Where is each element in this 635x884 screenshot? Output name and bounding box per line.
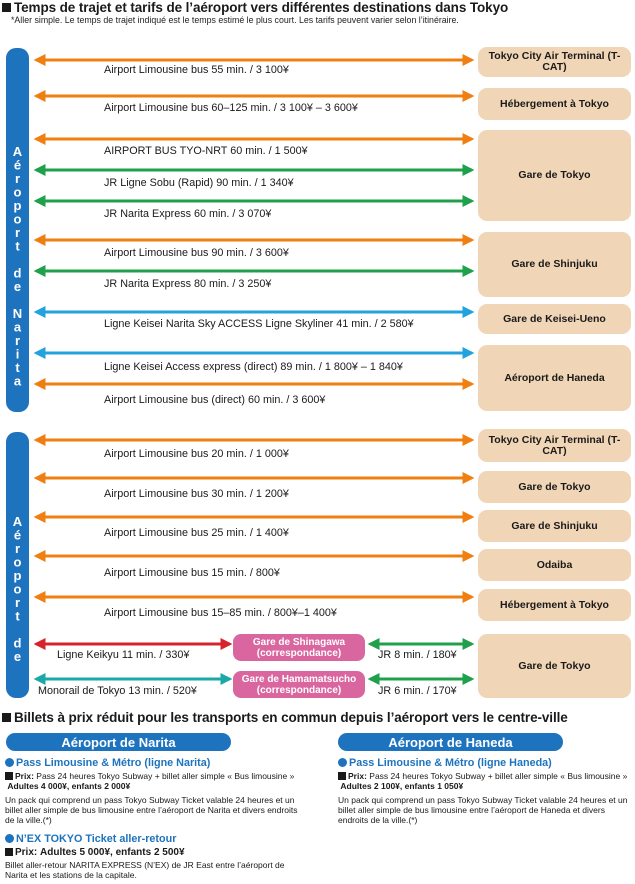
route-label: Ligne Keikyu 11 min. / 330¥ bbox=[57, 649, 190, 661]
narita-pass2-title: N’EX TOKYO Ticket aller-retour bbox=[5, 833, 176, 845]
transfer-next-label: JR 8 min. / 180¥ bbox=[378, 649, 457, 661]
page-title: Temps de trajet et tarifs de l’aéroport … bbox=[2, 0, 508, 15]
tickets-title: Billets à prix réduit pour les transport… bbox=[2, 710, 568, 725]
destination-gare-keisei-ueno: Gare de Keisei-Ueno bbox=[478, 304, 631, 334]
narita-pass2-price: Prix: Adultes 5 000¥, enfants 2 500¥ bbox=[5, 848, 300, 858]
haneda-pass1-title: Pass Limousine & Métro (ligne Haneda) bbox=[338, 757, 552, 769]
header-note: *Aller simple. Le temps de trajet indiqu… bbox=[11, 15, 459, 25]
bullet-square-icon bbox=[5, 848, 13, 856]
bullet-square-icon bbox=[2, 3, 11, 12]
narita-pass1-title: Pass Limousine & Métro (ligne Narita) bbox=[5, 757, 210, 769]
destination-hebergement: Hébergement à Tokyo bbox=[478, 88, 631, 120]
bullet-dot-icon bbox=[5, 758, 14, 767]
route-label: Airport Limousine bus 20 min. / 1 000¥ bbox=[104, 448, 289, 460]
destination-tcat: Tokyo City Air Terminal (T-CAT) bbox=[478, 429, 631, 462]
haneda-pass1-title-text: Pass Limousine & Métro (ligne Haneda) bbox=[349, 757, 552, 769]
narita-airport-bar: Aéroport de Narita bbox=[6, 48, 29, 412]
narita-pass1-title-text: Pass Limousine & Métro (ligne Narita) bbox=[16, 757, 211, 769]
price-label: Prix: bbox=[348, 771, 367, 781]
route-label: Airport Limousine bus 30 min. / 1 200¥ bbox=[104, 488, 289, 500]
destination-gare-tokyo: Gare de Tokyo bbox=[478, 471, 631, 503]
route-label: Airport Limousine bus 15–85 min. / 800¥–… bbox=[104, 607, 337, 619]
price-values: Adultes 4 000¥, enfants 2 000¥ bbox=[7, 781, 131, 791]
narita-pass2-desc: Billet aller-retour NARITA EXPRESS (N’EX… bbox=[5, 860, 285, 880]
price-text: Pass 24 heures Tokyo Subway + billet all… bbox=[369, 771, 628, 781]
destination-gare-tokyo: Gare de Tokyo bbox=[478, 634, 631, 698]
bullet-square-icon bbox=[2, 713, 11, 722]
route-label: Ligne Keisei Narita Sky ACCESS Ligne Sky… bbox=[104, 318, 414, 330]
haneda-airport-label: Aéroport de Haneda bbox=[0, 513, 25, 663]
route-label: JR Ligne Sobu (Rapid) 90 min. / 1 340¥ bbox=[104, 177, 294, 189]
destination-haneda: Aéroport de Haneda bbox=[478, 345, 631, 411]
route-label: Airport Limousine bus 90 min. / 3 600¥ bbox=[104, 247, 289, 259]
route-label: JR Narita Express 80 min. / 3 250¥ bbox=[104, 278, 272, 290]
destination-gare-tokyo: Gare de Tokyo bbox=[478, 130, 631, 221]
narita-pass2-title-text: N’EX TOKYO Ticket aller-retour bbox=[16, 833, 177, 845]
bullet-square-icon bbox=[338, 772, 346, 780]
bullet-dot-icon bbox=[5, 834, 14, 843]
tickets-title-text: Billets à prix réduit pour les transport… bbox=[14, 710, 568, 725]
bullet-square-icon bbox=[5, 772, 13, 780]
route-label: Airport Limousine bus 55 min. / 3 100¥ bbox=[104, 64, 289, 76]
route-label: AIRPORT BUS TYO-NRT 60 min. / 1 500¥ bbox=[104, 145, 308, 157]
narita-airport-label: Aéroport de Narita bbox=[10, 144, 25, 387]
destination-odaiba: Odaiba bbox=[478, 549, 631, 581]
price-label: Prix: bbox=[15, 847, 38, 858]
haneda-pass1-price: Prix: Pass 24 heures Tokyo Subway + bill… bbox=[338, 771, 630, 791]
transfer-hamamatsucho: Gare de Hamamatsucho (correspondance) bbox=[233, 671, 365, 698]
route-label: Ligne Keisei Access express (direct) 89 … bbox=[104, 361, 403, 373]
destination-gare-shinjuku: Gare de Shinjuku bbox=[478, 232, 631, 297]
route-label: Monorail de Tokyo 13 min. / 520¥ bbox=[38, 685, 197, 697]
transfer-shinagawa: Gare de Shinagawa (correspondance) bbox=[233, 634, 365, 661]
page-title-text: Temps de trajet et tarifs de l’aéroport … bbox=[14, 0, 509, 15]
transfer-next-label: JR 6 min. / 170¥ bbox=[378, 685, 457, 697]
route-label: Airport Limousine bus 25 min. / 1 400¥ bbox=[104, 527, 289, 539]
narita-pass1-price: Prix: Pass 24 heures Tokyo Subway + bill… bbox=[5, 771, 297, 791]
route-label: Airport Limousine bus 15 min. / 800¥ bbox=[104, 567, 280, 579]
narita-pass1-desc: Un pack qui comprend un pass Tokyo Subwa… bbox=[5, 795, 298, 825]
haneda-pass1-desc: Un pack qui comprend un pass Tokyo Subwa… bbox=[338, 795, 628, 825]
price-values: Adultes 5 000¥, enfants 2 500¥ bbox=[40, 847, 185, 858]
destination-tcat: Tokyo City Air Terminal (T-CAT) bbox=[478, 47, 631, 77]
destination-hebergement: Hébergement à Tokyo bbox=[478, 589, 631, 621]
haneda-banner: Aéroport de Haneda bbox=[338, 733, 563, 751]
narita-banner: Aéroport de Narita bbox=[6, 733, 231, 751]
price-label: Prix: bbox=[15, 771, 34, 781]
route-label: Airport Limousine bus 60–125 min. / 3 10… bbox=[104, 102, 358, 114]
price-values: Adultes 2 100¥, enfants 1 050¥ bbox=[340, 781, 464, 791]
route-label: JR Narita Express 60 min. / 3 070¥ bbox=[104, 208, 272, 220]
price-text: Pass 24 heures Tokyo Subway + billet all… bbox=[36, 771, 295, 781]
bullet-dot-icon bbox=[338, 758, 347, 767]
haneda-airport-bar: Aéroport de Haneda bbox=[0, 432, 29, 698]
destination-gare-shinjuku: Gare de Shinjuku bbox=[478, 510, 631, 542]
route-label: Airport Limousine bus (direct) 60 min. /… bbox=[104, 394, 326, 406]
